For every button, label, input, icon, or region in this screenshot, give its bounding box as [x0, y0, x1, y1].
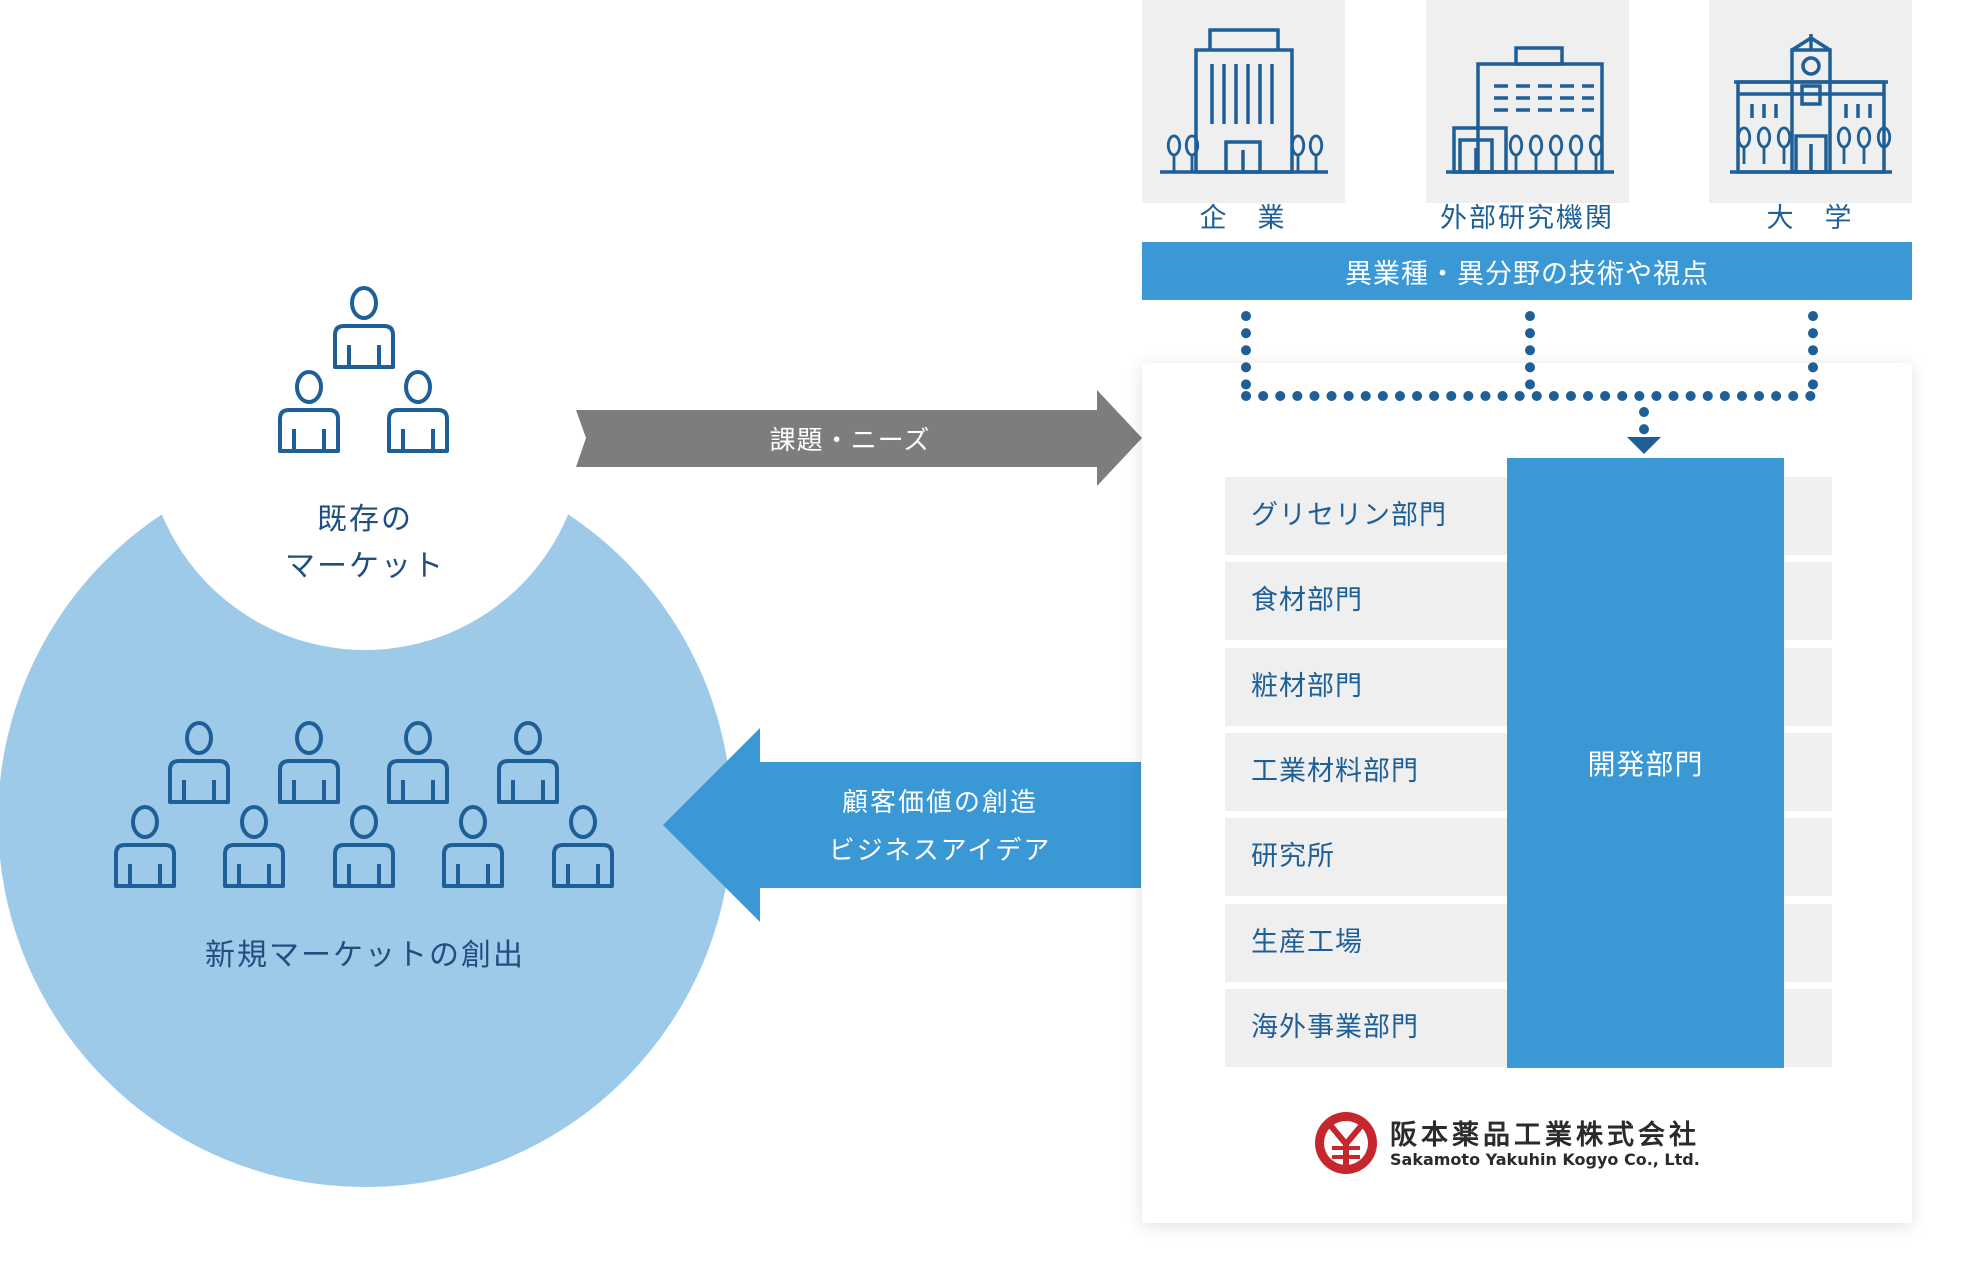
needs-arrow	[576, 390, 1142, 486]
dept-label: 工業材料部門	[1251, 756, 1419, 787]
banner-text: 異業種・異分野の技術や視点	[1345, 258, 1709, 290]
existing-market-circle	[145, 210, 585, 650]
value-arrow-line2: ビジネスアイデア	[828, 836, 1052, 866]
university-icon	[1730, 34, 1892, 174]
development-label: 開発部門	[1587, 748, 1704, 781]
dept-label: 粧材部門	[1251, 671, 1363, 702]
company-name-jp: 阪本薬品工業株式会社	[1390, 1120, 1700, 1151]
existing-market-line1: 既存の	[317, 502, 413, 537]
dept-label: 海外事業部門	[1251, 1012, 1419, 1043]
office-building-icon	[1160, 28, 1328, 174]
company-label: 企 業	[1199, 203, 1287, 234]
value-arrow-line1: 顧客価値の創造	[841, 788, 1038, 818]
research-institute-icon	[1446, 46, 1614, 174]
dept-label: 食材部門	[1251, 585, 1363, 616]
value-arrow	[663, 728, 1141, 922]
existing-market-line2: マーケット	[285, 549, 445, 584]
perspective-banner: 異業種・異分野の技術や視点	[1142, 242, 1912, 300]
new-market-circle	[0, 453, 732, 1187]
dept-label: グリセリン部門	[1251, 500, 1447, 531]
development-department: 開発部門	[1507, 458, 1784, 1068]
new-market-label: 新規マーケットの創出	[205, 938, 525, 973]
dept-label: 研究所	[1251, 841, 1335, 872]
dept-label: 生産工場	[1251, 927, 1363, 958]
research-institute-label: 外部研究機関	[1440, 203, 1614, 234]
company-name-en: Sakamoto Yakuhin Kogyo Co., Ltd.	[1390, 1150, 1700, 1169]
university-label: 大 学	[1766, 203, 1854, 234]
needs-arrow-label: 課題・ニーズ	[769, 426, 931, 456]
